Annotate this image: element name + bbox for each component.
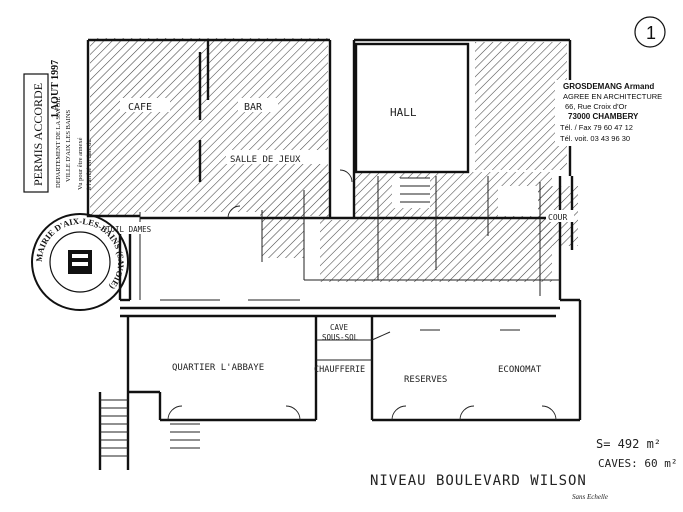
area-caves: CAVES: 60 m² xyxy=(598,457,677,470)
room-label-reserves: RESERVES xyxy=(404,375,447,385)
room-label-economat: ECONOMAT xyxy=(498,365,542,375)
scale-note: Sans Echelle xyxy=(572,493,608,501)
room-label-sous-sol: SOUS-SOL xyxy=(322,333,359,342)
room-label-cour: COUR xyxy=(548,213,567,222)
room-labels: CAFE BAR HALL SALLE DE JEUX TOIL DAMES C… xyxy=(104,98,574,385)
sheet-number: 1 xyxy=(646,23,656,43)
permit-line3: Vu pour être annexé xyxy=(77,137,84,190)
architect-block: GROSDEMANG Armand AGREE EN ARCHITECTURE … xyxy=(555,80,679,146)
mairie-seal: MAIRIE D'AIX-LES-BAINS (SAVOIE) xyxy=(31,213,129,311)
permit-line4: à l'arrêté en date du xyxy=(86,139,93,190)
permit-line1: DEPARTEMENT DE LA SAVOIE xyxy=(55,97,62,188)
architect-mobile: Tél. voit. 03 43 96 30 xyxy=(560,134,630,143)
room-label-bar: BAR xyxy=(244,102,263,113)
architect-phone: Tél. / Fax 79 60 47 12 xyxy=(560,123,633,132)
room-label-chaufferie: CHAUFFERIE xyxy=(314,365,365,375)
architect-city: 73000 CHAMBERY xyxy=(568,112,639,121)
room-label-hall: HALL xyxy=(390,106,417,119)
room-label-quartier: QUARTIER L'ABBAYE xyxy=(172,363,264,373)
architect-title: AGREE EN ARCHITECTURE xyxy=(563,92,662,101)
permit-line2: VILLE D'AIX LES BAINS xyxy=(65,109,72,182)
area-surface: S= 492 m² xyxy=(596,437,661,451)
room-label-salle-de-jeux: SALLE DE JEUX xyxy=(230,155,301,165)
room-label-cave: CAVE xyxy=(330,323,349,332)
door-swings xyxy=(167,169,557,421)
sheet-number-circle xyxy=(634,16,666,48)
stair-steps xyxy=(100,177,430,457)
room-label-cafe: CAFE xyxy=(128,102,152,113)
room-label-toilettes: TOIL DAMES xyxy=(106,225,152,234)
plan-title: NIVEAU BOULEVARD WILSON xyxy=(370,473,587,489)
architect-street: 66, Rue Croix d'Or xyxy=(565,102,627,111)
permit-stamp: PERMIS ACCORDE DEPARTEMENT DE LA SAVOIE … xyxy=(23,73,93,193)
architect-name: GROSDEMANG Armand xyxy=(563,82,654,91)
permit-heading: PERMIS ACCORDE xyxy=(31,83,45,186)
permit-date: 1 AOUT 1997 xyxy=(50,60,61,118)
